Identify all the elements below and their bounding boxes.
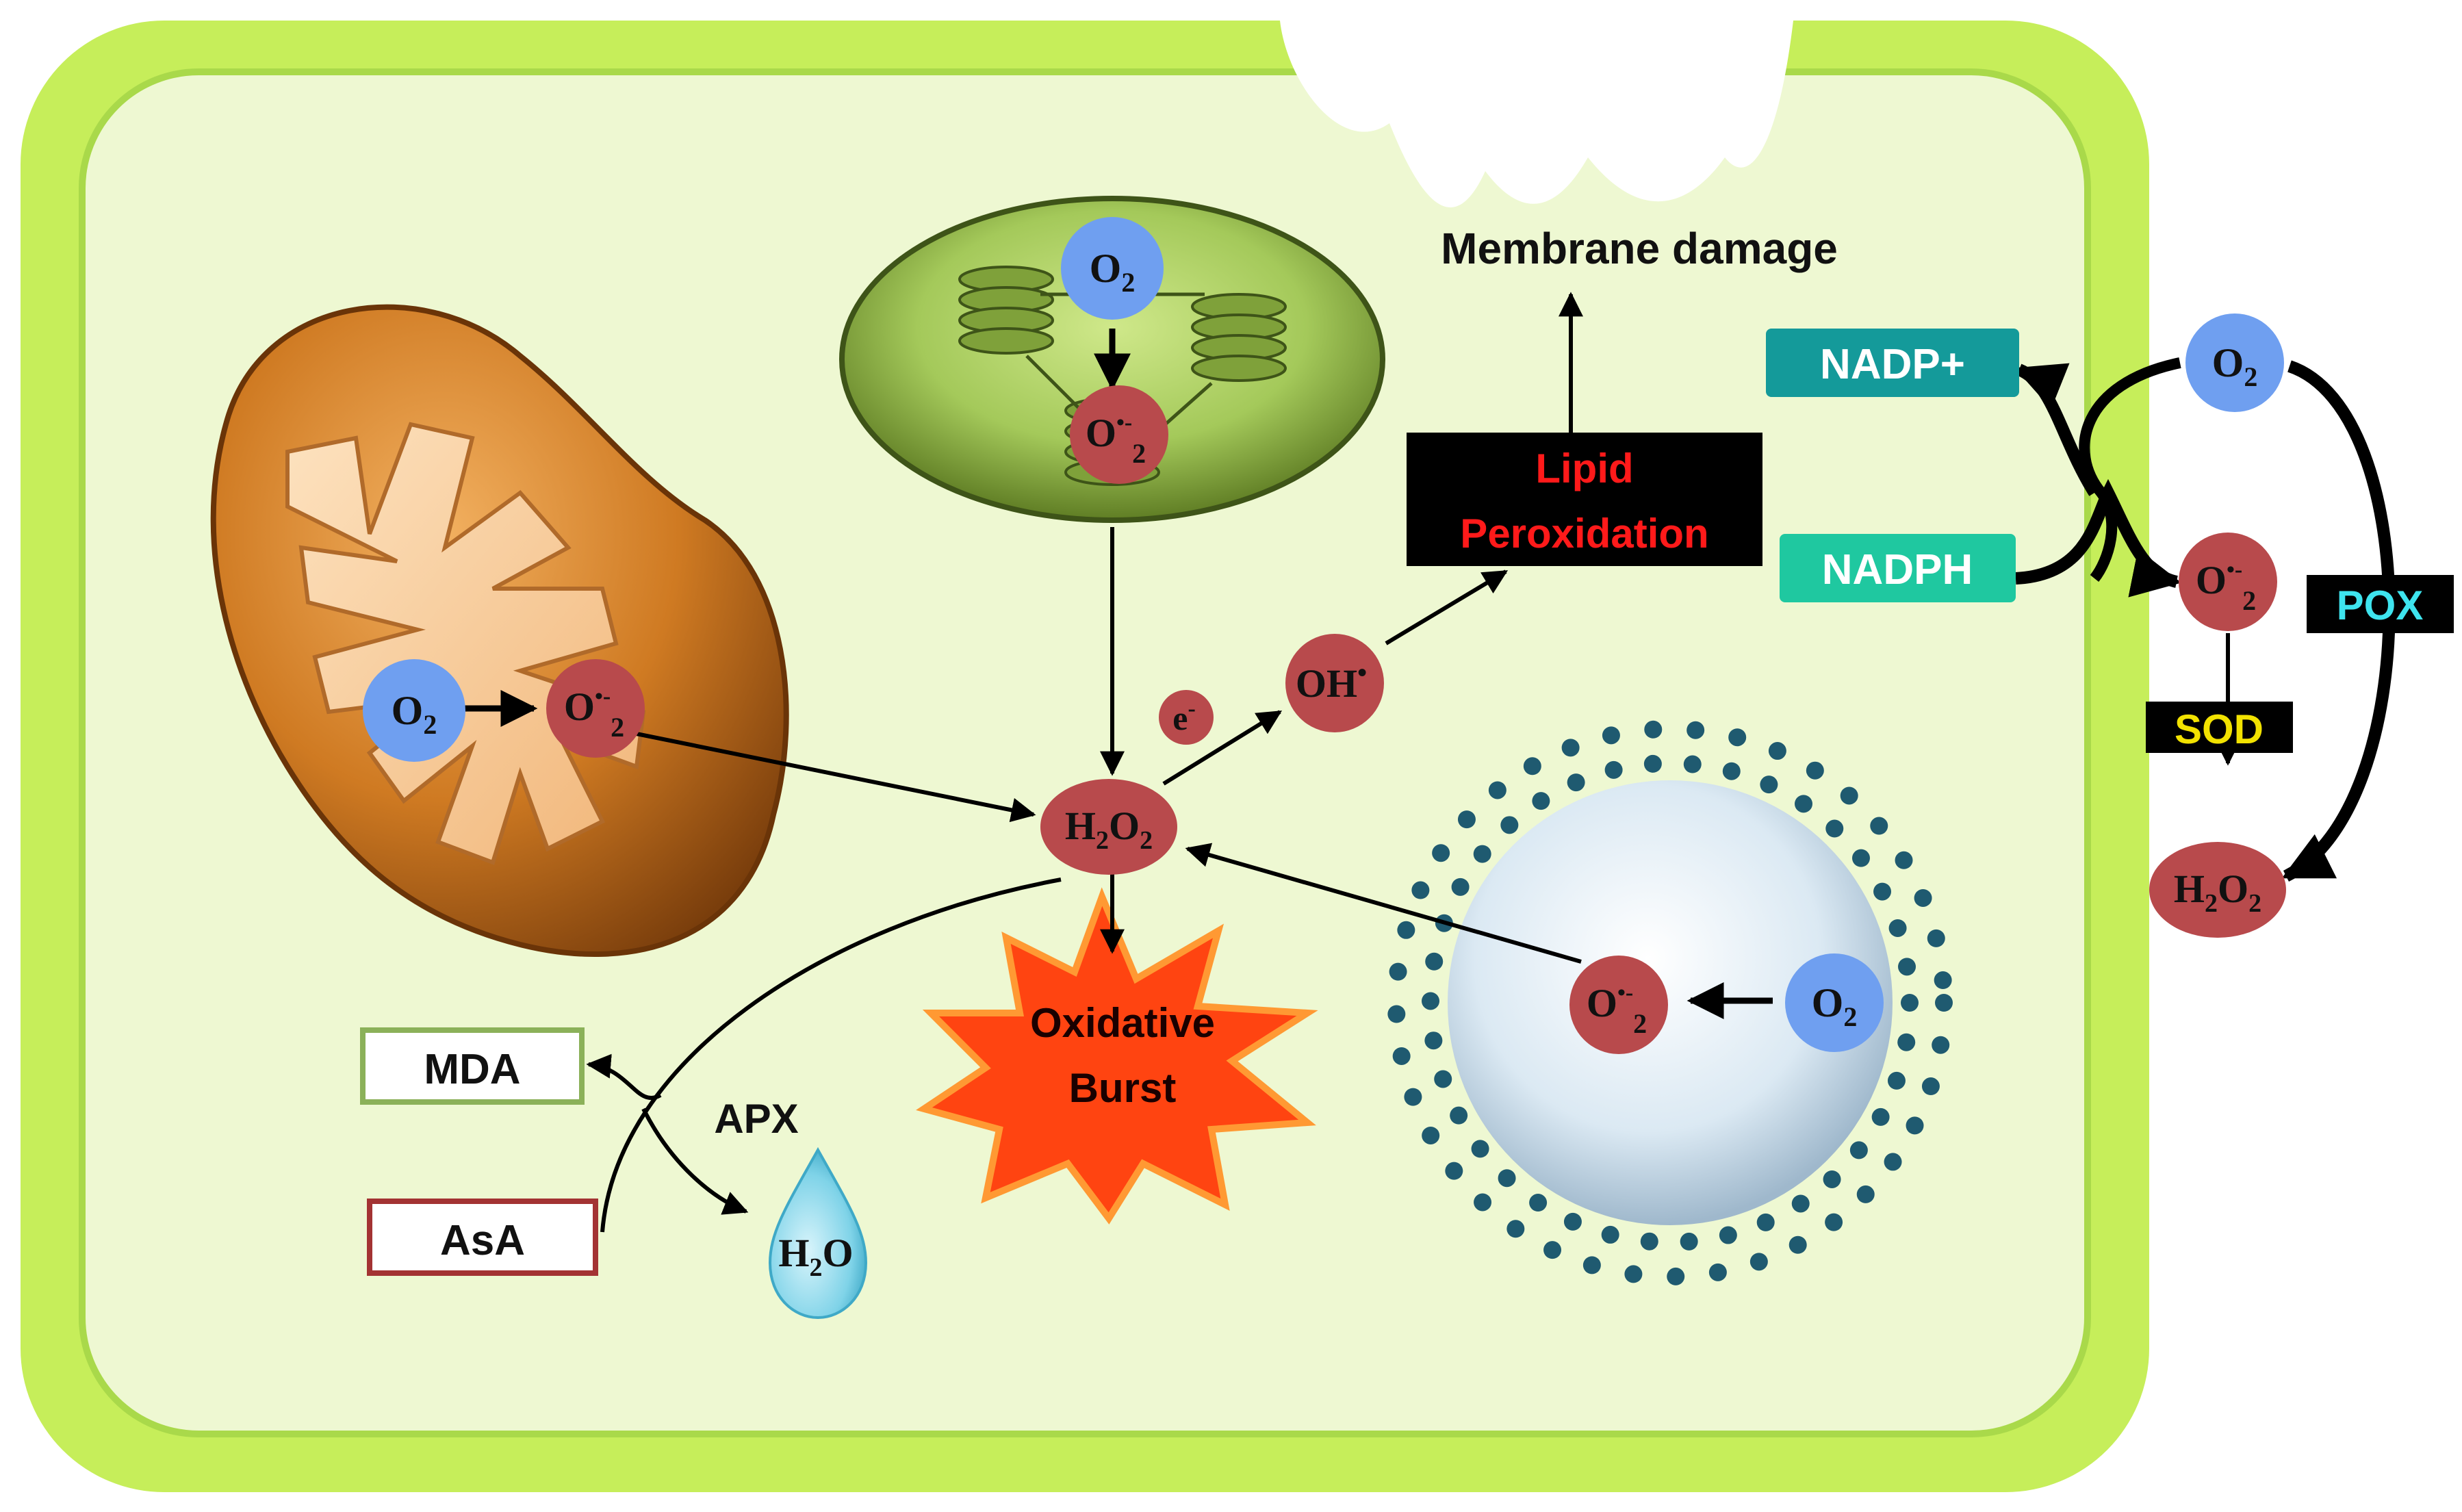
- svg-text:H2O: H2O: [778, 1231, 853, 1282]
- membrane-damage-label: Membrane damage: [1441, 224, 1838, 273]
- svg-text:O2: O2: [1090, 246, 1136, 298]
- svg-text:e-: e-: [1172, 696, 1196, 737]
- apx-label: APX: [714, 1096, 798, 1142]
- h2o2-membrane: H2O2: [2149, 842, 2286, 938]
- oxidative-burst: Oxidative Burst: [916, 887, 1318, 1225]
- svg-text:H2O2: H2O2: [1065, 804, 1153, 855]
- arrows: [462, 292, 2240, 1233]
- lipid-peroxidation-box: Lipid Peroxidation: [1407, 433, 1762, 566]
- water-sub: 2: [810, 1253, 823, 1282]
- mda-box: MDA: [360, 1027, 585, 1105]
- sod-label: SOD: [2175, 706, 2264, 752]
- lipid-line1: Lipid: [1535, 446, 1633, 491]
- hydroxyl-radical: OH•: [1285, 634, 1384, 732]
- svg-text:O•-2: O•-2: [1587, 980, 1647, 1039]
- svg-text:OH•: OH•: [1296, 657, 1367, 706]
- svg-text:O•-2: O•-2: [1086, 410, 1146, 469]
- superoxide-chloroplast: O•-2: [1070, 385, 1168, 484]
- burst-line2: Burst: [1069, 1065, 1177, 1111]
- water-h: H: [778, 1231, 809, 1275]
- svg-text:O•-2: O•-2: [564, 684, 624, 743]
- nadp-plus-label: NADP+: [1820, 341, 1965, 388]
- superoxide-vacuole: O•-2: [1569, 956, 1668, 1054]
- lipid-line2: Peroxidation: [1460, 511, 1708, 556]
- asa-box: AsA: [367, 1199, 598, 1276]
- svg-text:H2O2: H2O2: [2174, 867, 2261, 918]
- h2o2-center: H2O2: [1040, 779, 1177, 875]
- o2-membrane: O2: [2185, 313, 2284, 412]
- water-o: O: [823, 1231, 854, 1275]
- o2-vacuole: O2: [1785, 953, 1884, 1052]
- pox-label: POX: [2337, 582, 2424, 628]
- electron: e-: [1159, 690, 1214, 745]
- vacuole: [1387, 720, 1953, 1285]
- wall-break: [1280, 21, 1793, 207]
- svg-text:O2: O2: [392, 688, 437, 740]
- mitochondrion: [210, 304, 789, 957]
- pox-box: POX: [2307, 575, 2454, 633]
- sod-box: SOD: [2146, 702, 2293, 753]
- nadp-plus-box: NADP+: [1766, 329, 2019, 397]
- burst-line1: Oxidative: [1030, 1000, 1215, 1046]
- water-drop: H2O: [768, 1146, 868, 1320]
- svg-text:O•-2: O•-2: [2196, 557, 2256, 616]
- mda-label: MDA: [424, 1046, 520, 1093]
- superoxide-mitochondrion: O•-2: [546, 659, 645, 758]
- asa-label: AsA: [440, 1217, 525, 1264]
- superoxide-membrane: O•-2: [2179, 533, 2277, 631]
- nadph-box: NADPH: [1780, 534, 2016, 602]
- o2-chloroplast: O2: [1061, 217, 1164, 320]
- nadph-label: NADPH: [1822, 546, 1973, 593]
- o2-mitochondrion: O2: [363, 659, 465, 762]
- svg-text:O2: O2: [1812, 980, 1858, 1032]
- svg-text:O2: O2: [2212, 340, 2258, 392]
